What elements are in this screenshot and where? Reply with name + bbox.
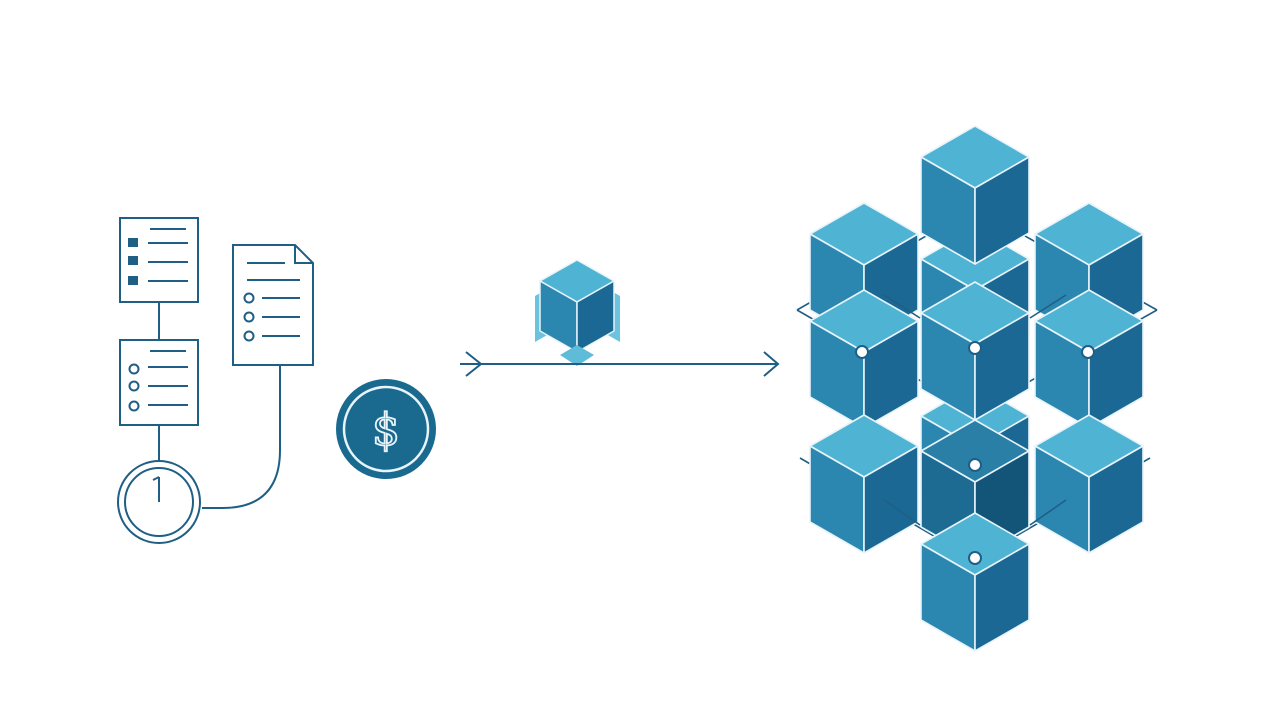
coin-symbol: $ — [372, 405, 400, 456]
documents-group — [117, 217, 314, 544]
node-dot — [968, 341, 982, 355]
chain-link-line — [1029, 499, 1067, 526]
block-lower-right — [1034, 414, 1144, 554]
node-dot — [855, 345, 869, 359]
block-middle-right — [1034, 289, 1144, 429]
node-dot — [968, 458, 982, 472]
chain-link-line — [883, 294, 921, 319]
clock-icon — [117, 460, 201, 544]
right-arrow-icon — [460, 351, 780, 377]
connector-folded-doc-clock — [202, 365, 281, 509]
block-bottom — [920, 512, 1030, 652]
chain-link-line — [883, 499, 921, 526]
block-lower-left — [809, 414, 919, 554]
block-lower-center — [920, 419, 1030, 559]
single-block-icon — [535, 259, 620, 366]
block-top — [920, 125, 1030, 265]
block-middle-left — [809, 289, 919, 429]
folded-document-icon — [232, 244, 314, 366]
node-dot — [1081, 345, 1095, 359]
node-dot — [968, 551, 982, 565]
block-upper-center — [920, 281, 1030, 421]
blockchain-cluster-icon — [796, 125, 1158, 652]
chain-link-line — [1029, 294, 1067, 319]
dollar-coin-icon: $ — [336, 379, 436, 479]
checklist-document-icon — [119, 339, 199, 426]
checklist-document-icon — [119, 217, 199, 303]
